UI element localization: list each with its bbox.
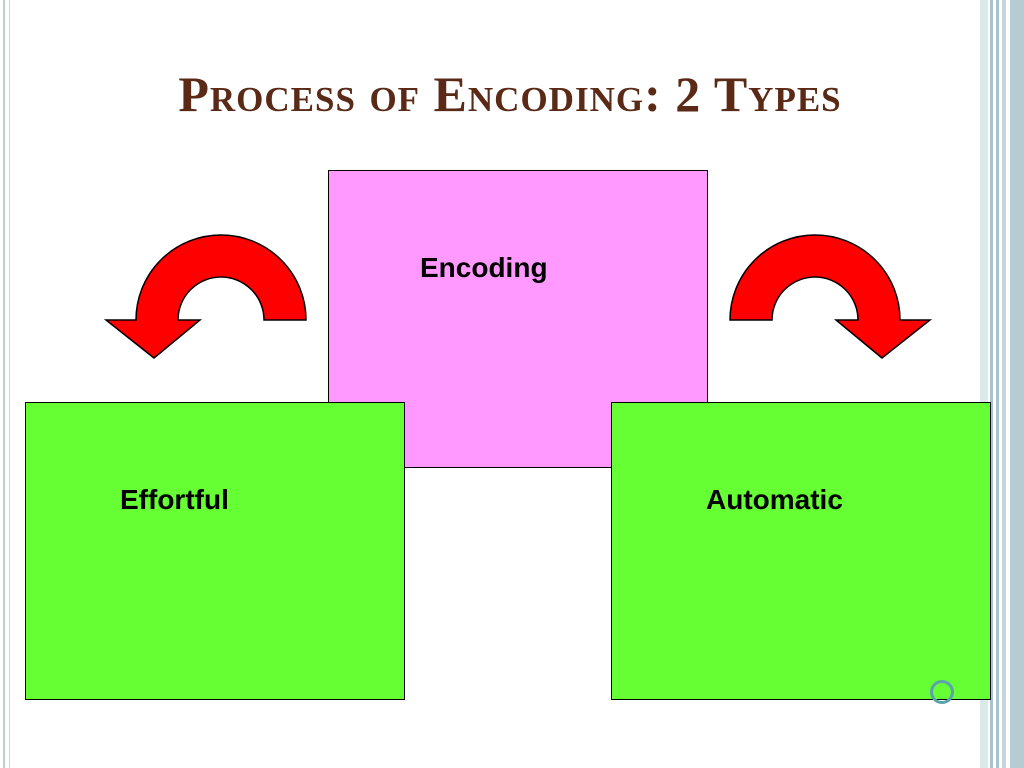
encoding-label: Encoding [420, 252, 548, 283]
automatic-label: Automatic [706, 484, 843, 515]
effortful-box [25, 402, 405, 700]
slide-corner-ornament [930, 680, 954, 704]
frame-stripe [1002, 0, 1006, 768]
automatic-box [611, 402, 991, 700]
frame-stripe [990, 0, 993, 768]
frame-stripe [996, 0, 999, 768]
curved-arrow-right-icon [729, 234, 933, 359]
slide-frame-left [0, 0, 14, 768]
curved-arrow-left-icon [103, 234, 307, 359]
curved-arrow-right-shape [729, 234, 933, 359]
frame-stripe [980, 0, 988, 768]
frame-line [9, 0, 10, 768]
frame-line [3, 0, 5, 768]
curved-arrow-left-shape [103, 234, 307, 359]
effortful-label: Effortful [120, 484, 229, 515]
slide-frame-right [980, 0, 1024, 768]
frame-stripe [1010, 0, 1024, 768]
slide-title: Process of Encoding: 2 Types [178, 66, 842, 122]
